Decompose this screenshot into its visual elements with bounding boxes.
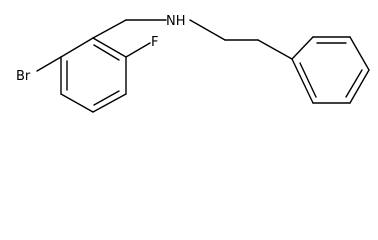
chemical-structure-diagram: Br F NH	[16, 14, 370, 113]
ring-double-bond-2	[93, 90, 120, 106]
benzylic-ch2-bond	[92, 19, 127, 39]
ring-bond-2	[60, 93, 94, 113]
phenyl-bond-3	[349, 36, 370, 71]
phenyl-double-bond-3	[299, 62, 317, 98]
ring-bond-6	[60, 37, 94, 58]
bromine-bond	[36, 56, 62, 72]
phenyl-bond-4	[349, 69, 370, 104]
phenyl-bond-1	[291, 36, 314, 60]
ring-bond-5	[92, 37, 127, 58]
bromine-label: Br	[16, 69, 31, 84]
fluorine-bond	[125, 42, 151, 58]
phenyl-double-bond-2	[345, 69, 363, 98]
ring-bond-3	[92, 93, 127, 113]
nitrogen-label: NH	[166, 14, 186, 29]
fluorine-label: F	[151, 35, 158, 50]
phenyl-ring	[291, 36, 370, 104]
nitrogen-to-chain-bond	[189, 19, 226, 41]
chain-bond-2	[257, 39, 293, 60]
phenyl-bond-6	[291, 58, 314, 104]
ring-double-bond-3	[93, 44, 120, 61]
halogenated-benzene-ring	[60, 37, 127, 113]
